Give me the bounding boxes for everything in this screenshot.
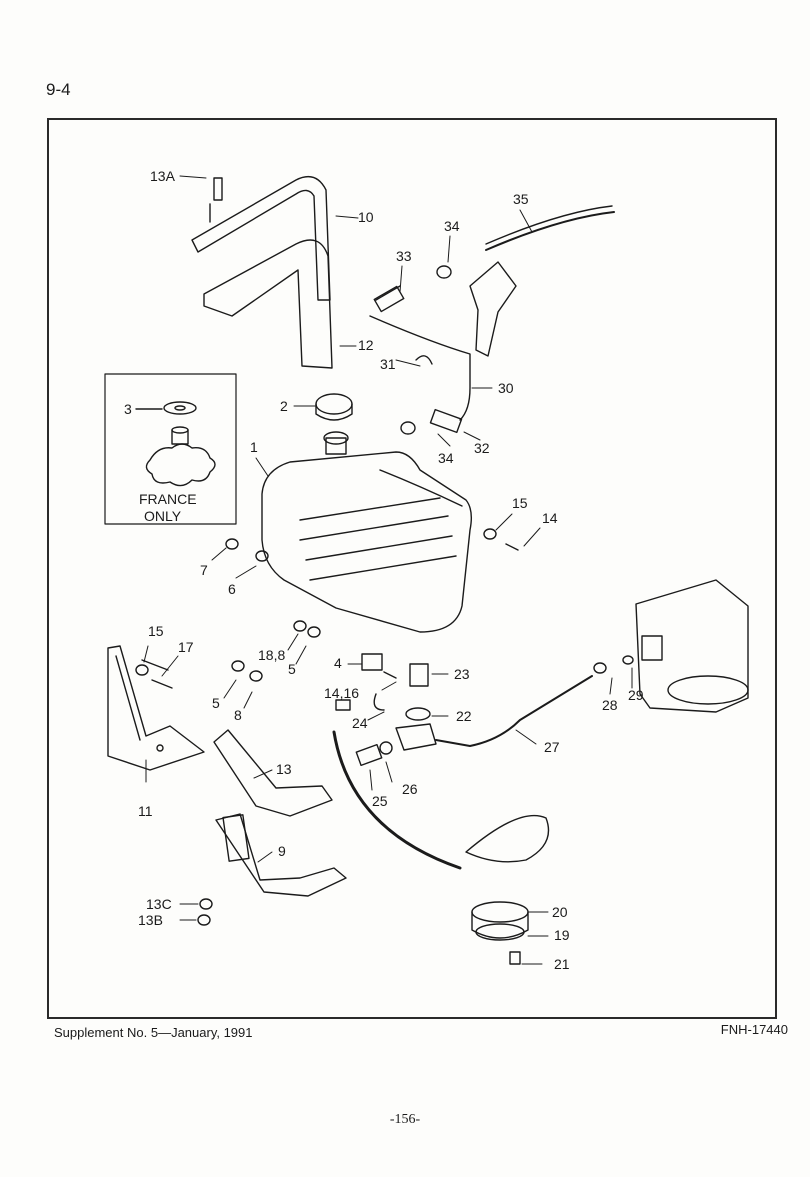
mounting-bracket [107, 645, 205, 771]
drain-hose [332, 730, 550, 870]
callout-label: 22 [456, 708, 472, 724]
fuel-lines [369, 205, 615, 435]
callout-label: 5 [288, 661, 296, 677]
callout-label: 34 [444, 218, 460, 234]
callout-label: 12 [358, 337, 374, 353]
callout-label: 28 [602, 697, 618, 713]
drain-valve [335, 663, 593, 767]
callout-label: 13A [150, 168, 176, 184]
callout-label: 33 [396, 248, 412, 264]
callout-label: 13C [146, 896, 172, 912]
callout-label: 31 [380, 356, 396, 372]
callout-label: 32 [474, 440, 490, 456]
lower-straps [213, 729, 347, 897]
callout-label: 7 [200, 562, 208, 578]
fasteners [135, 528, 634, 926]
callout-label: 8 [234, 707, 242, 723]
callout-label: 34 [438, 450, 454, 466]
callout-label: 13B [138, 912, 163, 928]
callout-label: 19 [554, 927, 570, 943]
callout-labels: 13A 10 12 35 34 33 31 30 2 32 34 1 15 14… [138, 168, 644, 972]
callout-label: 29 [628, 687, 644, 703]
fuel-filter-housing [635, 579, 749, 713]
callout-label: 17 [178, 639, 194, 655]
callout-label: 26 [402, 781, 418, 797]
mounting-pad [471, 901, 529, 965]
callout-label: 15 [148, 623, 164, 639]
callout-label: 35 [513, 191, 529, 207]
inset-caption-line2: ONLY [144, 508, 182, 524]
inset-callout: 3 [124, 401, 132, 417]
supplement-note: Supplement No. 5—January, 1991 [54, 1025, 253, 1040]
callout-label: 1 [250, 439, 258, 455]
callout-label: 14,16 [324, 685, 359, 701]
callout-label: 20 [552, 904, 568, 920]
callout-label: 23 [454, 666, 470, 682]
callout-label: 4 [334, 655, 342, 671]
callout-label: 2 [280, 398, 288, 414]
page-number: 9-4 [46, 80, 71, 99]
callout-label: 11 [138, 803, 153, 819]
leader-lines [143, 175, 633, 965]
fuel-tank-straps [191, 176, 333, 369]
callout-label: 9 [278, 843, 286, 859]
folio-number: -156- [389, 1112, 421, 1127]
callout-label: 5 [212, 695, 220, 711]
france-only-inset: 3 FRANCE ONLY [104, 373, 237, 525]
callout-label: 14 [542, 510, 558, 526]
callout-label: 13 [276, 761, 292, 777]
callout-label: 24 [352, 715, 368, 731]
diagram-frame [47, 118, 777, 1019]
callout-label: 6 [228, 581, 236, 597]
callout-label: 30 [498, 380, 514, 396]
callout-label: 21 [554, 956, 570, 972]
document-code: FNH-17440 [720, 1022, 788, 1037]
callout-label: 27 [544, 739, 560, 755]
callout-label: 15 [512, 495, 528, 511]
fuel-tank [261, 393, 473, 633]
callout-label: 25 [372, 793, 388, 809]
inset-caption-line1: FRANCE [139, 491, 197, 507]
callout-label: 18,8 [258, 647, 285, 663]
callout-label: 10 [358, 209, 374, 225]
